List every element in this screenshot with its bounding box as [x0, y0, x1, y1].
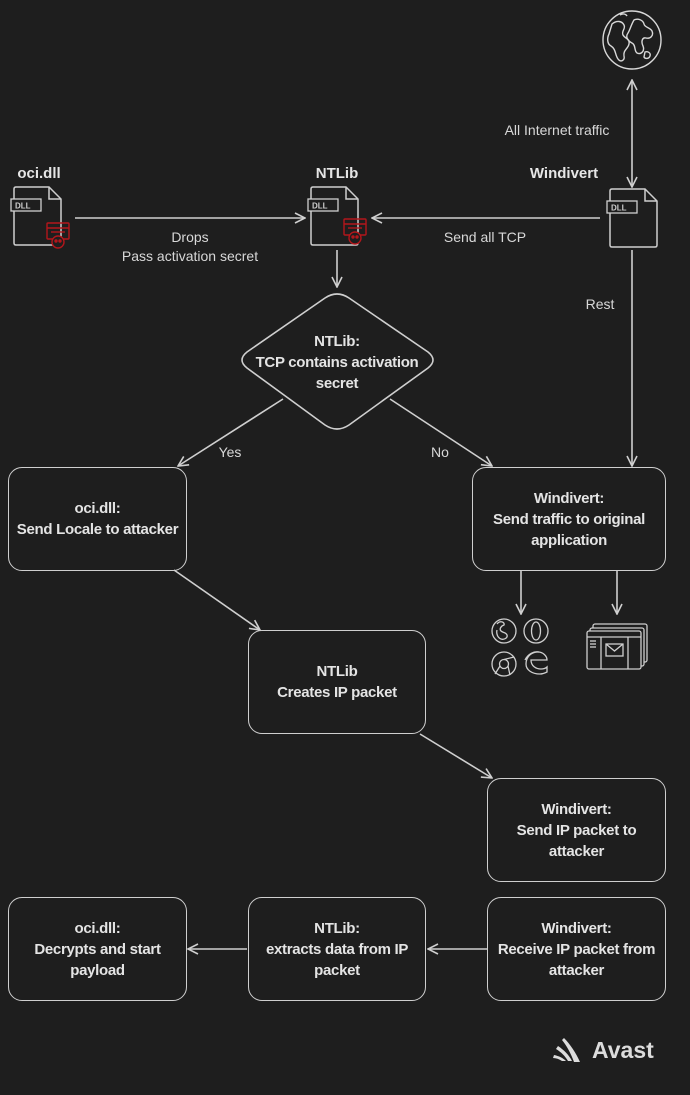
oci-dll-title: oci.dll	[17, 165, 61, 182]
no-label: No	[431, 444, 449, 460]
edge-yes	[178, 398, 284, 466]
browser-icons	[491, 618, 549, 677]
node-line: Send traffic to original	[493, 510, 645, 528]
edge-locale-to-packet	[173, 569, 260, 630]
opera-icon	[523, 618, 549, 644]
node-line: Windivert:	[533, 489, 605, 507]
node-windivert-send-packet: Windivert: Send IP packet to attacker	[487, 778, 666, 882]
node-line: oci.dll:	[74, 500, 121, 517]
node-ntlib-extract: NTLib: extracts data from IP packet	[248, 897, 426, 1001]
yes-label: Yes	[218, 444, 242, 460]
node-ntlib-create-packet: NTLib Creates IP packet	[248, 630, 426, 734]
avast-logo-icon	[553, 1038, 580, 1062]
node-line: Receive IP packet from	[497, 940, 656, 958]
node-line: Send Locale to attacker	[16, 521, 179, 538]
decision-line1: NTLib:	[314, 333, 360, 350]
node-windivert-receive-packet: Windivert: Receive IP packet from attack…	[487, 897, 666, 1001]
edge-no	[389, 398, 492, 466]
drops-label-line1: Drops	[171, 229, 209, 245]
edge-icon	[524, 651, 548, 675]
node-line: oci.dll:	[74, 919, 121, 937]
avast-logo-text: Avast	[592, 1036, 654, 1063]
node-line: Decrypts and start	[34, 940, 161, 958]
avast-logo: Avast	[552, 1036, 654, 1064]
edges	[75, 80, 632, 949]
drops-label: Drops Pass activation secret	[100, 228, 280, 266]
windivert-dll-file-icon: DLL	[606, 188, 658, 248]
ntlib-dll-file-icon: DLL	[307, 186, 367, 246]
windivert-title: Windivert	[529, 165, 599, 182]
oci-dll-file-icon: DLL	[10, 186, 70, 249]
ntlib-title: NTLib	[315, 165, 359, 182]
node-line: Windivert:	[541, 919, 612, 937]
node-line: Creates IP packet	[277, 684, 397, 701]
node-line: payload	[70, 961, 125, 979]
node-line: extracts data from IP	[265, 940, 409, 958]
drops-label-line2: Pass activation secret	[121, 248, 259, 264]
node-oci-decrypt: oci.dll: Decrypts and start payload	[8, 897, 187, 1001]
node-windivert-send-original: Windivert: Send traffic to original appl…	[472, 467, 666, 571]
decision-line3: secret	[315, 375, 359, 392]
chrome-icon	[491, 651, 517, 677]
node-oci-send-locale: oci.dll: Send Locale to attacker	[8, 467, 187, 571]
svg-text:DLL: DLL	[15, 202, 31, 211]
node-line: NTLib	[316, 663, 358, 680]
node-line: NTLib:	[314, 919, 360, 937]
firefox-icon	[491, 618, 517, 644]
edge-packet-to-send	[419, 733, 492, 778]
svg-text:DLL: DLL	[611, 204, 627, 213]
rest-label: Rest	[585, 296, 615, 312]
node-line: attacker	[548, 842, 605, 860]
malware-badge-icon	[46, 222, 70, 249]
internet-traffic-label: All Internet traffic	[504, 122, 610, 138]
node-line: application	[531, 531, 607, 549]
svg-text:DLL: DLL	[312, 202, 328, 211]
mail-client-icon	[586, 623, 648, 670]
decision-diamond	[241, 293, 434, 430]
globe-icon	[602, 10, 662, 70]
send-all-tcp-label: Send all TCP	[443, 229, 527, 245]
node-line: Windivert:	[541, 800, 612, 818]
malware-badge-icon	[343, 218, 367, 245]
node-line: packet	[314, 961, 360, 979]
decision-line2: TCP contains activation	[255, 354, 419, 371]
node-line: Send IP packet to	[516, 821, 637, 839]
decision-text: NTLib: TCP contains activation secret	[237, 331, 437, 394]
node-line: attacker	[548, 961, 605, 979]
